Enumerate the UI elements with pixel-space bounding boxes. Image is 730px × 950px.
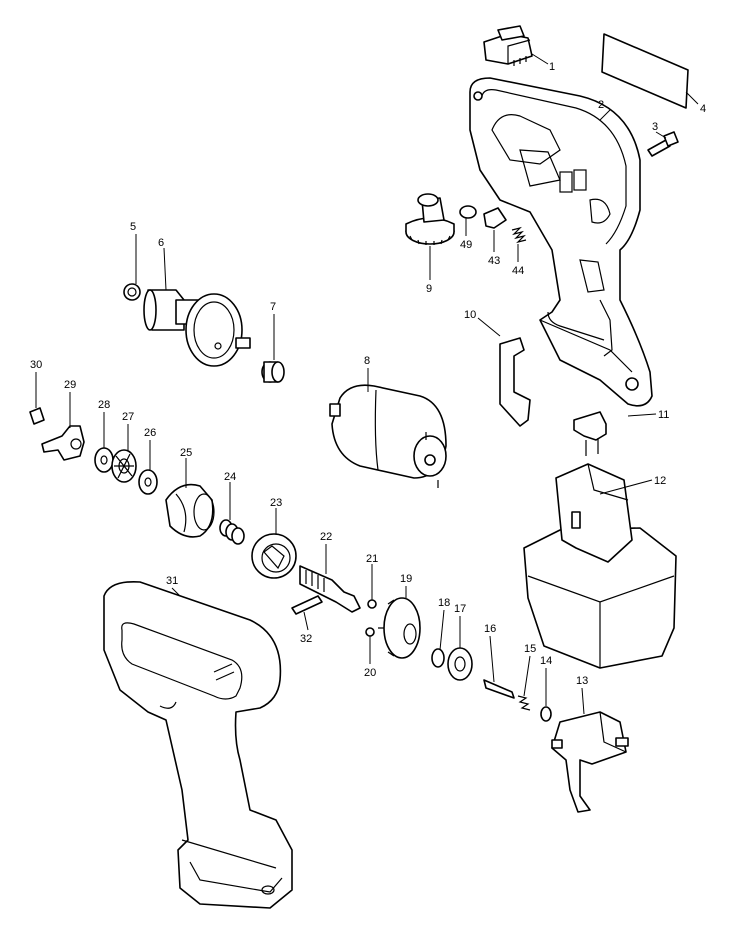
part-13-trigger-switch (551, 711, 629, 813)
callout-21: 21 (366, 553, 378, 565)
callout-7: 7 (270, 301, 276, 313)
part-9-knob (405, 193, 455, 245)
callout-26: 26 (144, 427, 156, 439)
part-21-ball (367, 599, 377, 609)
part-11-terminal (573, 411, 607, 456)
callout-32: 32 (300, 633, 312, 645)
callout-29: 29 (64, 379, 76, 391)
callout-49: 49 (460, 239, 472, 251)
part-3-screw (647, 131, 679, 157)
part-28-washer (94, 447, 114, 473)
part-17-bearing (447, 647, 473, 681)
part-16-shaft (483, 679, 515, 699)
part-18-washer (431, 648, 445, 668)
callout-20: 20 (364, 667, 376, 679)
callout-19: 19 (400, 573, 412, 585)
part-31-housing (103, 580, 293, 909)
callout-25: 25 (180, 447, 192, 459)
callout-17: 17 (454, 603, 466, 615)
callout-23: 23 (270, 497, 282, 509)
callout-14: 14 (540, 655, 552, 667)
part-7-bearing (261, 361, 285, 383)
callout-16: 16 (484, 623, 496, 635)
callout-8: 8 (364, 355, 370, 367)
part-30-sleeve (29, 407, 45, 425)
callout-44: 44 (512, 265, 524, 277)
callout-3: 3 (652, 121, 658, 133)
callout-6: 6 (158, 237, 164, 249)
part-32-pin (291, 595, 323, 615)
callout-11: 11 (658, 409, 669, 421)
callout-24: 24 (224, 471, 236, 483)
part-49-disc (459, 205, 477, 219)
part-14-washer (540, 706, 552, 722)
callout-27: 27 (122, 411, 134, 423)
part-2-housing (469, 77, 653, 407)
callout-30: 30 (30, 359, 42, 371)
part-6-gear-shaft (143, 289, 251, 367)
part-12-battery (523, 463, 677, 669)
part-22-spindle (299, 565, 361, 613)
callout-12: 12 (654, 475, 666, 487)
leader-lines (35, 53, 699, 715)
callout-31: 31 (166, 575, 178, 587)
callout-43: 43 (488, 255, 500, 267)
callout-28: 28 (98, 399, 110, 411)
part-4-label-plate (601, 33, 689, 109)
part-20-ball (365, 627, 375, 637)
part-19-gear (378, 597, 421, 659)
callout-5: 5 (130, 221, 136, 233)
part-44-spring (511, 226, 527, 244)
part-26-washer (138, 469, 158, 495)
callout-18: 18 (438, 597, 450, 609)
part-5-ring (123, 283, 141, 301)
callout-1: 1 (549, 61, 555, 73)
callout-2: 2 (598, 99, 604, 111)
callout-13: 13 (576, 675, 588, 687)
part-8-motor (329, 384, 447, 488)
part-1-switch-module (483, 25, 533, 66)
callout-15: 15 (524, 643, 536, 655)
part-29-bracket (41, 425, 85, 461)
part-10-clip (499, 337, 531, 427)
part-24-spring (219, 519, 245, 545)
callout-labels: 1 2 3 4 5 6 7 8 9 10 11 12 13 14 15 16 1… (30, 61, 706, 687)
part-43-lever (483, 207, 507, 229)
callout-9: 9 (426, 283, 432, 295)
callout-10: 10 (464, 309, 476, 321)
part-23-clutch-plate (251, 533, 297, 579)
part-15-spring (517, 695, 531, 711)
callout-22: 22 (320, 531, 332, 543)
part-27-lock-washer (111, 449, 137, 483)
part-25-sleeve (165, 483, 215, 538)
callout-4: 4 (700, 103, 706, 115)
